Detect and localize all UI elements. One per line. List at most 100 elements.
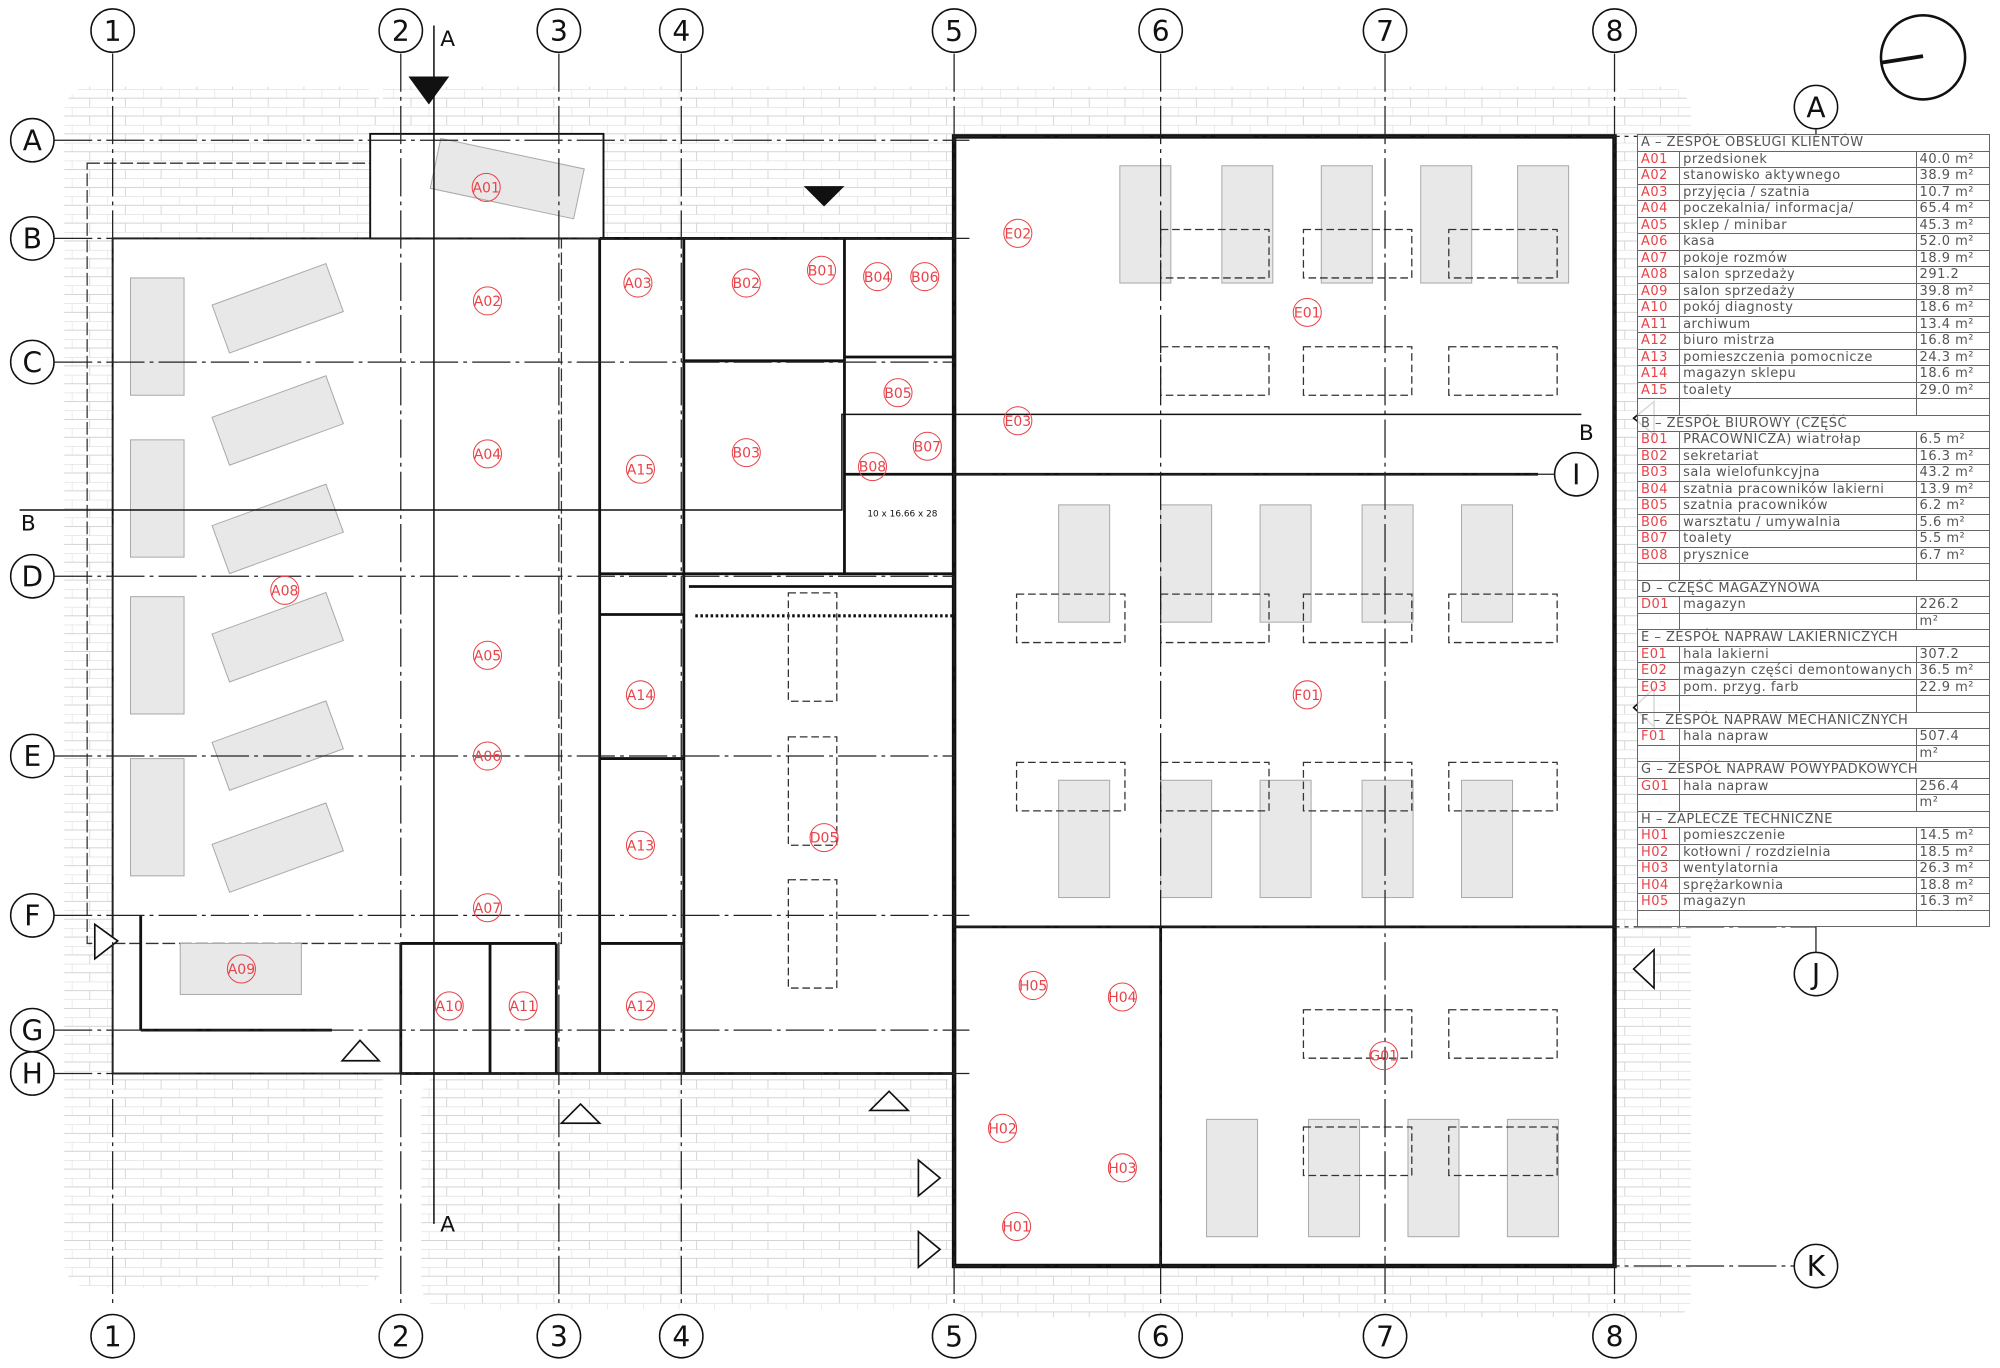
- legend-area: 6.7 m²: [1915, 546, 1991, 564]
- legend-code: E02: [1636, 662, 1681, 680]
- room-tag-circle: [625, 454, 656, 484]
- room-tag-circle: [857, 452, 888, 482]
- legend-area: 307.2: [1915, 645, 1991, 663]
- grid-label-column: 5: [945, 15, 963, 48]
- room-tag-g01: G01: [1369, 1049, 1398, 1065]
- legend-area: 18.6 m²: [1915, 365, 1991, 383]
- legend-row: G – ZESPÓŁ NAPRAW POWYPADKOWYCH: [1637, 761, 1990, 779]
- room-tag-a05: A05: [474, 648, 501, 664]
- grid-label-row: H: [22, 1058, 43, 1091]
- grid-label-column: 7: [1376, 1320, 1394, 1353]
- section-mark-label: B: [21, 511, 36, 536]
- legend-name: salon sprzedaży: [1679, 282, 1917, 300]
- room-tag-circle: [472, 439, 503, 469]
- legend-area: 65.4 m²: [1915, 200, 1991, 218]
- legend-code: B01: [1636, 431, 1681, 449]
- grid-label-row: F: [24, 900, 40, 933]
- section-mark-label: A: [440, 1213, 455, 1238]
- legend-name: [1679, 695, 1917, 713]
- room-tag-d05: D05: [810, 831, 839, 847]
- grid-bubble: [9, 733, 55, 779]
- grid-bubble: [1138, 1313, 1184, 1359]
- legend-name: magazyn: [1679, 893, 1917, 911]
- legend-row: E – ZESPÓŁ NAPRAW LAKIERNICZYCH: [1637, 629, 1990, 647]
- legend-code: H04: [1636, 876, 1681, 894]
- legend-area: 13.9 m²: [1915, 480, 1991, 498]
- grid-bubble: [9, 117, 55, 163]
- grid-label-column: 2: [392, 1320, 410, 1353]
- room-tag-circle: [1292, 297, 1322, 327]
- legend-area: 256.4: [1915, 777, 1991, 795]
- legend-name: magazyn: [1679, 596, 1917, 614]
- grid-label-column: 1: [104, 15, 122, 48]
- legend-code: A13: [1636, 348, 1681, 366]
- legend-code: A01: [1636, 150, 1681, 168]
- legend-code: A08: [1636, 266, 1681, 284]
- legend-area: 6.2 m²: [1915, 497, 1991, 515]
- room-tag-a04: A04: [474, 447, 502, 463]
- grid-label-row: C: [23, 346, 43, 379]
- grid-bubble: [1793, 1243, 1839, 1289]
- room-tag-circle: [472, 640, 503, 670]
- room-tag-circle: [806, 255, 837, 285]
- legend-area: 38.9 m²: [1915, 167, 1991, 185]
- legend-area: 10.7 m²: [1915, 183, 1991, 201]
- room-tag-circle: [731, 438, 761, 468]
- legend-area: 18.5 m²: [1915, 843, 1991, 861]
- legend-code: A03: [1636, 183, 1681, 201]
- legend-area: 36.5 m²: [1915, 662, 1991, 680]
- legend-name: sklep / minibar: [1679, 216, 1917, 234]
- legend-row: F – ZESPÓŁ NAPRAW MECHANICZNYCH: [1637, 711, 1990, 729]
- legend-name: przyjęcia / szatnia: [1679, 183, 1917, 201]
- grid-bubble: [90, 1313, 136, 1359]
- legend-area: 13.4 m²: [1915, 315, 1991, 333]
- legend-area: [1915, 563, 1991, 581]
- room-tag-circle: [226, 954, 256, 984]
- legend-name: magazyn sklepu: [1679, 365, 1917, 383]
- legend-name: toalety: [1679, 530, 1917, 548]
- legend-area: 16.3 m²: [1915, 447, 1991, 465]
- legend-code: A15: [1636, 381, 1681, 399]
- room-tag-e02: E02: [1004, 226, 1031, 242]
- legend-name: archiwum: [1679, 315, 1917, 333]
- legend-code: A10: [1636, 299, 1681, 317]
- legend-name: [1679, 398, 1917, 416]
- legend-name: stanowisko aktywnego: [1679, 167, 1917, 185]
- legend-code: E03: [1636, 678, 1681, 696]
- legend-code: G01: [1636, 777, 1681, 795]
- room-tag-circle: [988, 1113, 1018, 1143]
- legend-name: [1679, 563, 1917, 581]
- legend-code: B05: [1636, 497, 1681, 515]
- grid-label-column: 8: [1606, 1320, 1624, 1353]
- grid-bubble: [536, 8, 582, 54]
- legend-row: [1636, 695, 1991, 713]
- legend-name: wentylatornia: [1679, 860, 1917, 878]
- grid-label-column: 6: [1152, 15, 1170, 48]
- section-mark-label: A: [440, 27, 455, 52]
- room-tag-a07: A07: [474, 901, 501, 917]
- legend-row: D – CZĘŚĆ MAGAZYNOWA: [1637, 579, 1990, 597]
- grid-label-column: 8: [1606, 15, 1624, 48]
- room-tag-b07: B07: [914, 439, 941, 455]
- grid-bubble: [658, 8, 704, 54]
- grid-label-column: 2: [392, 15, 410, 48]
- north-arrow-icon: [1879, 14, 1967, 101]
- room-tag-a06: A06: [474, 749, 502, 765]
- grid-bubble: [536, 1313, 582, 1359]
- grid-bubble: [1138, 8, 1184, 54]
- legend-name: pom. przyg. farb: [1679, 678, 1917, 696]
- room-tag-f01: F01: [1294, 688, 1320, 704]
- legend-code: B08: [1636, 546, 1681, 564]
- room-tag-a13: A13: [627, 838, 654, 854]
- legend-name: sekretariat: [1679, 447, 1917, 465]
- legend-area: 52.0 m²: [1915, 233, 1991, 251]
- grid-label-extra: J: [1810, 958, 1820, 991]
